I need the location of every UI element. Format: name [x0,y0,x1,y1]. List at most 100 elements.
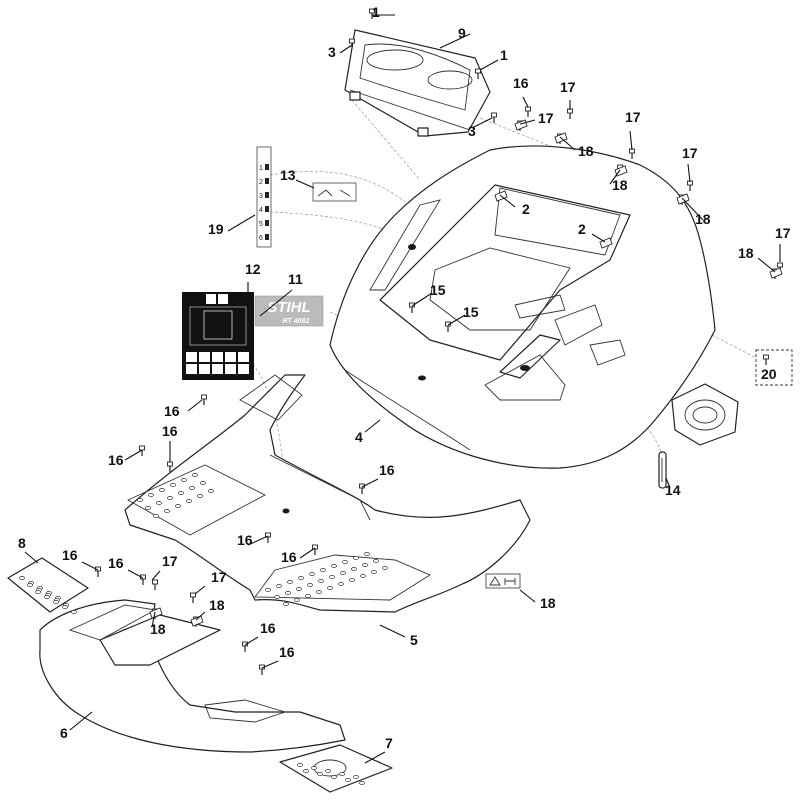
leader-line [411,292,433,307]
callout-16: 16 [62,547,78,563]
leader-line [24,551,39,564]
leader-line [665,477,671,489]
plate-hole [148,493,154,497]
plate-hole [353,556,359,560]
leader-line [559,136,576,151]
leader-line [124,449,143,461]
logo-brand: STIHL [267,299,310,316]
callout-6: 6 [60,725,68,741]
callout-17: 17 [560,79,576,95]
callout-5: 5 [410,632,418,648]
leader-line [151,611,156,628]
screw [763,354,769,365]
plate-hole [35,590,41,594]
callout-18: 18 [738,245,754,261]
bracket-clip [149,607,163,619]
leader-line [519,589,536,603]
plate-hole [137,498,143,502]
plate-hole [19,576,25,580]
bracket-clip [599,237,613,249]
screw [201,394,207,405]
plate-hole [382,566,388,570]
plate-hole [159,488,165,492]
speed-bar [265,234,269,240]
decal-symbol [199,352,210,362]
leader-line [519,119,536,125]
screw [167,461,173,472]
callout-16: 16 [164,403,180,419]
callout-16: 16 [260,620,276,636]
leader-line [227,214,256,232]
callout-17: 17 [775,225,791,241]
plate-hole [353,775,359,779]
leader-line [479,59,499,71]
plate-hole [305,594,311,598]
speed-mark: 4 [259,207,263,214]
screw [349,38,355,49]
hood-body-part-4 [329,145,716,469]
bracket-clip [769,267,783,279]
callout-8: 8 [18,535,26,551]
screw [475,68,481,79]
plate-hole [44,595,50,599]
plate-hole [362,563,368,567]
callout-13: 13 [280,167,296,183]
kit-box-part-100 [755,349,793,386]
leader-line [447,314,466,326]
speed-mark: 2 [259,179,263,186]
callout-17: 17 [211,569,227,585]
callout-17: 17 [625,109,641,125]
leader-line [151,570,161,581]
leader-line [299,547,316,559]
plate-hole [331,775,337,779]
plate-hole [53,600,59,604]
speed-bar [265,178,269,184]
leader-line [361,478,379,488]
plate-hole [359,781,365,785]
plate-hole [192,473,198,477]
screw [687,180,693,191]
callout-18: 18 [150,621,166,637]
leader-line [81,561,99,571]
leader-line [195,611,206,621]
leader-line [69,711,93,731]
screw [629,148,635,159]
leader-line [681,197,704,221]
plate-hole [327,586,333,590]
screw [491,112,497,123]
screw [265,532,271,543]
leader-line [439,33,471,49]
plate-hole [285,591,291,595]
plate-hole [197,494,203,498]
lever-part-14 [658,451,667,489]
plate-hole [189,486,195,490]
decal-symbol [186,364,197,374]
leader-line [295,179,315,189]
rear-plate-part-7 [279,744,393,793]
decal-symbol [199,364,210,374]
plate-hole [339,772,345,776]
screw [312,544,318,555]
callout-1: 1 [372,4,380,20]
callout-18: 18 [209,597,225,613]
decal-symbol-grid [186,352,249,374]
bracket-clip [190,615,204,627]
callout-16: 16 [379,462,395,478]
dash-console-part-9 [344,29,491,137]
callout-11: 11 [288,271,303,287]
leader-line [127,569,144,579]
decal-symbol [212,364,223,374]
fuel-cap-ring [671,383,739,446]
plate-hole [145,506,151,510]
plate-hole [331,564,337,568]
callout-19: 19 [208,221,224,237]
leader-line [757,257,776,273]
decal-symbol [225,364,236,374]
leader-line [364,751,386,764]
logo-model: RT 4082 [283,318,310,325]
plate-hole [153,514,159,518]
decal-symbol [238,352,249,362]
plate-hole [325,769,331,773]
speed-bar [265,220,269,226]
